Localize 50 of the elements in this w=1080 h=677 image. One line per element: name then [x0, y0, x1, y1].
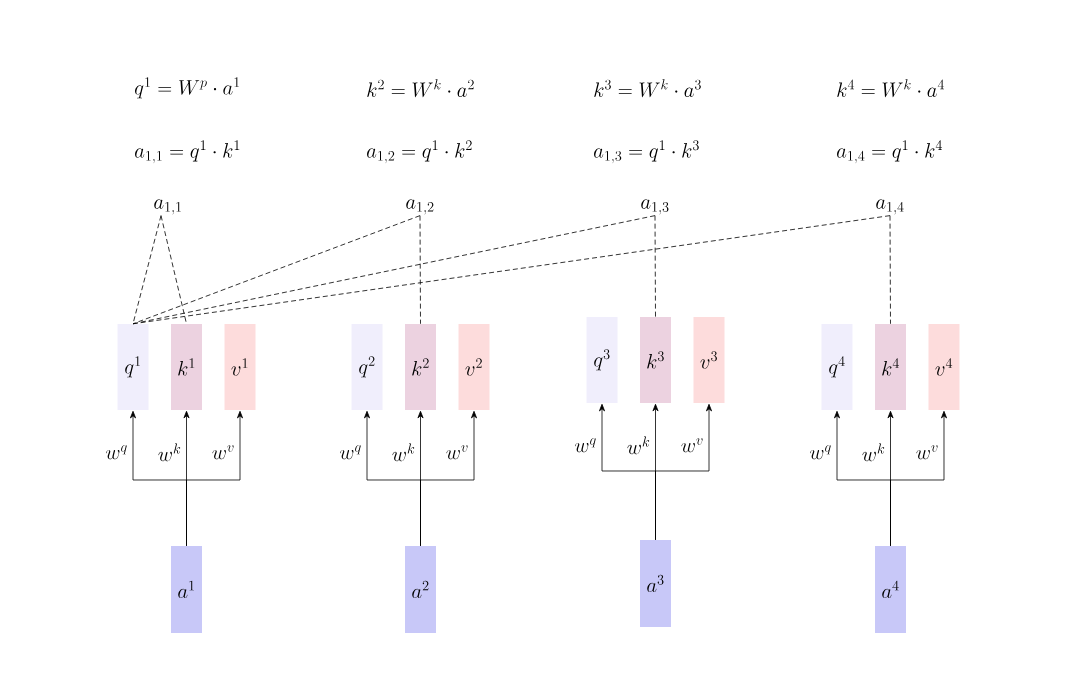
formula: $k^4 = W^k \cdot a^4$ — [837, 79, 945, 98]
edge-label: $w^k$ — [392, 443, 415, 462]
formula: $a_{1,2} = q^1 \cdot k^2$ — [367, 140, 472, 164]
input-box: $a^1$ — [171, 546, 202, 633]
dashed-line — [132, 215, 656, 325]
edge-label: $w^v$ — [212, 445, 234, 460]
query-box: $q^4$ — [821, 324, 853, 410]
dashed-line — [132, 215, 162, 325]
value-box: $v^2$ — [458, 324, 490, 410]
query-box: $q^3$ — [586, 317, 618, 403]
value-box: $v^1$ — [224, 324, 256, 410]
arrow — [655, 403, 712, 541]
dashed-line — [889, 215, 891, 325]
query-box: $q^1$ — [117, 324, 149, 410]
key-box: $k^4$ — [875, 324, 906, 410]
edge-label: $w^q$ — [340, 445, 361, 460]
formula: $k^3 = W^k \cdot a^3$ — [594, 79, 701, 98]
input-box: $a^4$ — [875, 546, 906, 633]
value-box: $v^4$ — [928, 324, 960, 410]
score-label: $a_{1,1}$ — [154, 199, 181, 215]
edge-label: $w^v$ — [916, 445, 938, 460]
score-label: $a_{1,4}$ — [876, 199, 904, 215]
edge-label: $w^q$ — [575, 438, 596, 453]
value-box: $v^3$ — [693, 317, 725, 403]
edge-label: $w^k$ — [862, 443, 885, 462]
score-label: $a_{1,2}$ — [406, 199, 434, 215]
edge-label: $w^k$ — [627, 436, 650, 455]
edge-label: $w^q$ — [810, 445, 831, 460]
formula: $q^1 = W^p \cdot a^1$ — [135, 77, 240, 99]
dashed-line — [654, 215, 656, 318]
input-box: $a^3$ — [640, 540, 671, 627]
key-box: $k^1$ — [171, 324, 202, 410]
key-box: $k^2$ — [405, 324, 436, 410]
dashed-line — [132, 215, 421, 325]
edge-label: $w^q$ — [106, 445, 127, 460]
arrow — [186, 410, 243, 547]
edge-label: $w^v$ — [681, 438, 703, 453]
score-label: $a_{1,3}$ — [641, 199, 669, 215]
dashed-line — [419, 215, 421, 325]
formula: $a_{1,4} = q^1 \cdot k^4$ — [837, 140, 942, 164]
arrow — [420, 410, 477, 547]
edge-label: $w^v$ — [446, 445, 468, 460]
input-box: $a^2$ — [405, 546, 436, 633]
key-box: $k^3$ — [640, 317, 671, 403]
query-box: $q^2$ — [351, 324, 383, 410]
formula: $a_{1,3} = q^1 \cdot k^3$ — [594, 140, 699, 164]
formula: $k^2 = W^k \cdot a^2$ — [367, 79, 474, 98]
arrow — [890, 410, 947, 547]
edge-label: $w^k$ — [158, 443, 181, 462]
formula: $a_{1,1} = q^1 \cdot k^1$ — [135, 140, 240, 164]
